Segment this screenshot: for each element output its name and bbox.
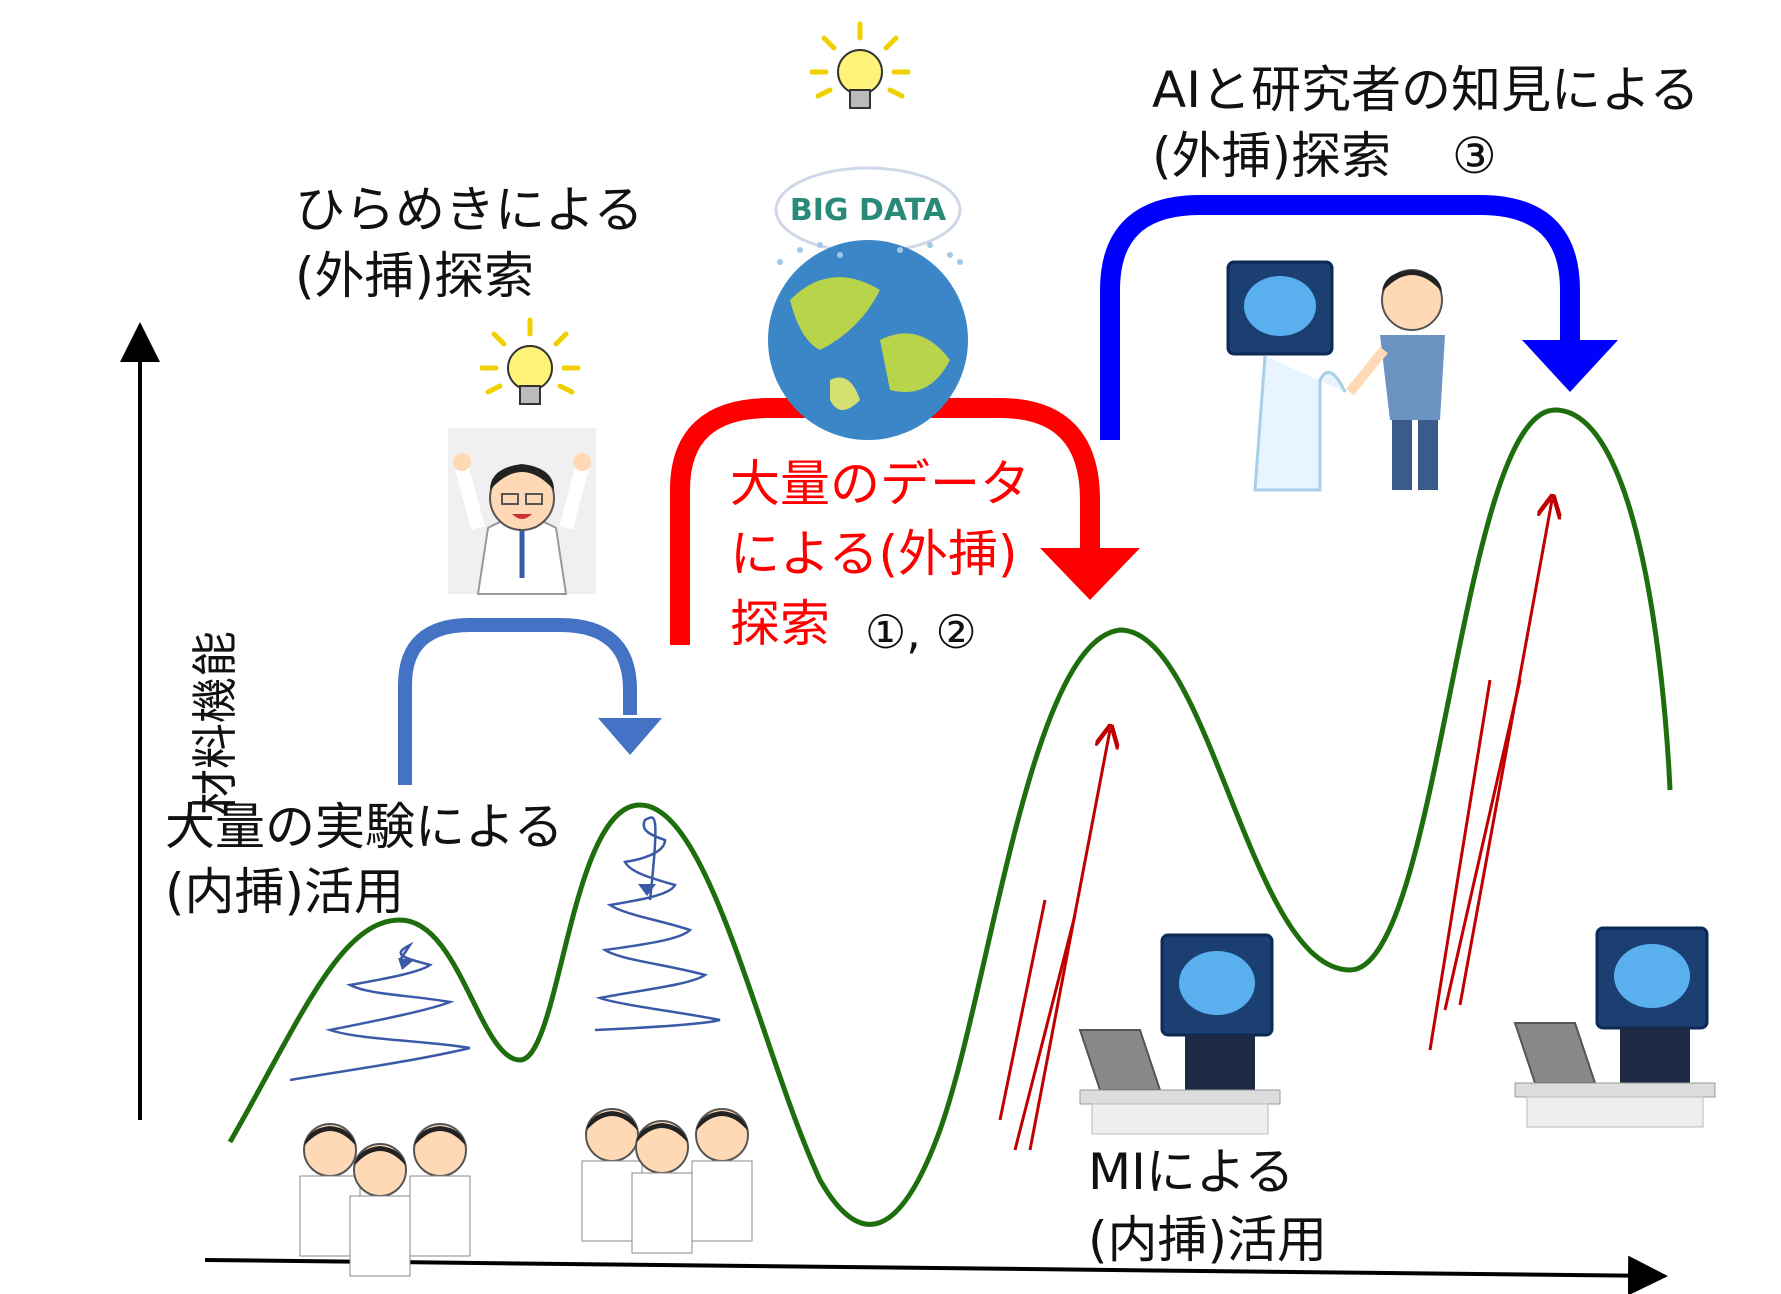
ai-handshake-icon: [1226, 260, 1445, 492]
experiments-label-line1: 大量の実験による: [165, 798, 564, 856]
hirameki-label-line1: ひらめきによる: [295, 181, 644, 239]
hirameki-arrowhead: [598, 718, 662, 755]
ai-computer-icon: [1078, 933, 1281, 1135]
x-axis: [204, 1255, 1668, 1294]
scientist-icon: [448, 428, 596, 595]
ai-jump-arrow: [1100, 195, 1580, 440]
lightbulb-icon: [479, 317, 581, 405]
ai-ref: ③: [1452, 127, 1497, 185]
spiral-1-arrowhead: [398, 958, 414, 970]
hirameki-jump-arrow: [398, 618, 637, 785]
spiral-2-arrowhead: [638, 884, 656, 896]
mi-arrow-5: [1443, 679, 1522, 1011]
researchers-group-icon: [581, 1108, 753, 1254]
ai-label-line2: (外挿)探索: [1152, 127, 1392, 185]
mi-label-line1: MIによる: [1088, 1143, 1295, 1201]
experiments-label-line2: (内挿)活用: [165, 863, 405, 921]
bigdata-label-line1: 大量のデータ: [730, 455, 1030, 513]
ai-arrowhead: [1522, 340, 1618, 392]
bigdata-label-line2: による(外挿): [730, 525, 1018, 583]
spiral-search-2: [594, 816, 721, 1032]
bigdata-label-line3: 探索: [730, 595, 830, 653]
bigdata-refs: ①, ②: [865, 605, 977, 659]
bigdata-arrowhead: [1040, 548, 1140, 600]
mi-arrow-1: [998, 899, 1047, 1121]
mi-label-line2: (内挿)活用: [1088, 1211, 1328, 1269]
performance-curve: [227, 407, 1673, 1227]
mi-arrow-2: [1013, 914, 1077, 1151]
ai-label-line1: AIと研究者の知見による: [1152, 61, 1700, 119]
spiral-search-1: [289, 941, 471, 1082]
bigdata-earth-icon: [768, 166, 968, 440]
ai-computer-icon: [1513, 926, 1716, 1128]
lightbulb-icon: [809, 21, 911, 109]
bigdata-label: BIG DATA: [790, 193, 947, 228]
researchers-group-icon: [299, 1123, 471, 1277]
mi-arrow-3: [1028, 730, 1110, 1151]
y-axis-label: 材料機能: [188, 631, 242, 815]
mi-arrow-6: [1458, 500, 1552, 1006]
hirameki-label-line2: (外挿)探索: [295, 247, 535, 305]
mi-arrow-4: [1428, 679, 1492, 1051]
